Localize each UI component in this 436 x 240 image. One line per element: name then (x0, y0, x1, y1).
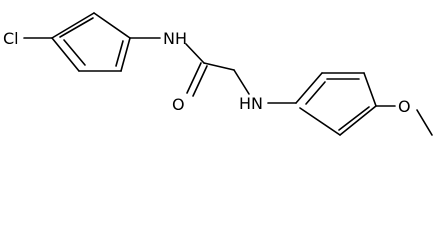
carbonyl-to-ch2-bond (203, 62, 235, 71)
ch2-to-nh-bond (233, 69, 250, 95)
methoxyphenyl-ring (295, 72, 377, 136)
carbonyl-double-bond-1 (186, 62, 202, 94)
methoxy-oxygen-label: O (398, 97, 411, 116)
carbonyl-oxygen-label: O (172, 95, 185, 114)
ring1-bond-a (51, 12, 95, 39)
amine-hn-label: HN (239, 94, 263, 113)
ring2-double-3 (305, 81, 326, 105)
chlorophenyl-ring (51, 12, 131, 72)
ring1-double-3 (63, 39, 86, 66)
ring1-double-1 (59, 17, 94, 38)
o-to-methyl-bond (416, 109, 433, 136)
ring2-bond-c (363, 72, 377, 107)
carbonyl-double-bond-2 (192, 65, 208, 97)
ring2-double-2 (338, 106, 370, 131)
amide-nh-label: NH (163, 29, 187, 48)
ring1-bond-e (51, 37, 80, 72)
chlorine-label: Cl (3, 29, 19, 48)
nh-to-carbonyl-bond (185, 43, 205, 64)
ring1-double-2 (115, 40, 124, 67)
ring2-bond-a (295, 72, 323, 104)
ring1-bond-b (93, 12, 131, 39)
ring2-bond-e (299, 107, 341, 136)
structure-diagram: Cl NH O HN O (3, 12, 433, 136)
ring1-bond-c (120, 37, 131, 72)
ring2-bond-d (339, 105, 377, 136)
